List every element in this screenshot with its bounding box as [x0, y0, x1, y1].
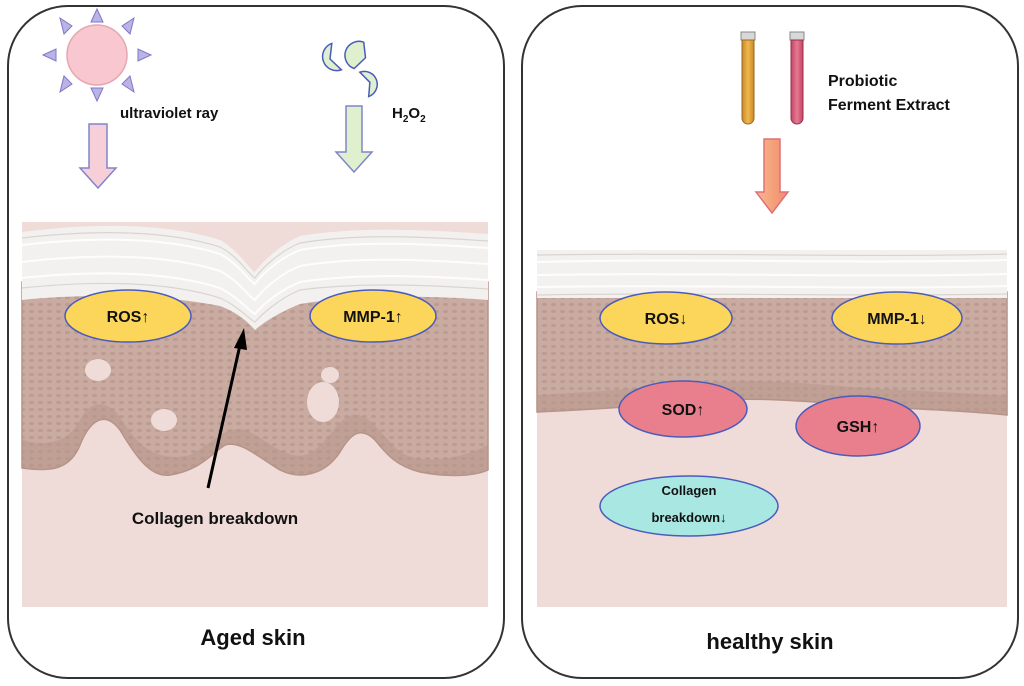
stratum-corneum-dark-lines [536, 253, 1008, 296]
collagen-pointer-arrow [206, 328, 247, 489]
h2o2-label: H2O2 [392, 105, 426, 125]
uv-label: ultraviolet ray [120, 105, 219, 122]
ros-up-node: ROS↑ [64, 289, 192, 343]
skin-void [307, 382, 339, 422]
test-tube-icon [789, 31, 805, 125]
sod-up-node: SOD↑ [618, 380, 748, 438]
mmp1-down-node: MMP-1↓ [831, 291, 963, 345]
healthy-skin-caption: healthy skin [706, 629, 833, 654]
collagen-down-label-line1: Collagen [662, 483, 717, 498]
stratum-corneum-lines [536, 259, 1008, 289]
ros-down-label: ROS↓ [645, 311, 688, 328]
basal-border-shading [22, 404, 488, 476]
ros-up-label: ROS↑ [107, 309, 150, 326]
aged-skin-caption: Aged skin [200, 625, 305, 650]
gsh-up-node: GSH↑ [795, 395, 921, 457]
mmp1-up-node: MMP-1↑ [309, 289, 437, 343]
mmp1-down-label: MMP-1↓ [867, 311, 927, 328]
mmp1-up-label: MMP-1↑ [343, 309, 403, 326]
gsh-up-label: GSH↑ [837, 419, 880, 436]
uv-down-arrow-icon [78, 123, 118, 190]
skin-void [321, 367, 339, 383]
extract-down-arrow-icon [754, 138, 790, 215]
healthy-skin-panel: Probiotic Ferment Extract ROS↓ MMP-1↓ SO… [521, 5, 1019, 679]
extract-label-line1: Probiotic [828, 73, 897, 90]
stratum-corneum-dark-lines [21, 232, 489, 323]
collagen-down-label-line2: breakdown↓ [651, 510, 726, 525]
h2o2-down-arrow-icon [334, 105, 374, 174]
skin-void [151, 409, 177, 431]
sod-up-label: SOD↑ [662, 402, 705, 419]
aged-skin-illustration [21, 222, 489, 607]
h2o2-molecule-icon [321, 40, 378, 98]
collagen-down-node: Collagen breakdown↓ [599, 475, 779, 537]
sun-icon [41, 7, 153, 103]
stratum-corneum-lines [21, 238, 489, 316]
test-tube-icon [740, 31, 756, 125]
aged-skin-panel: ultraviolet ray H2O2 ROS↑ MMP-1↑ Collage… [7, 5, 505, 679]
collagen-breakdown-label: Collagen breakdown [132, 509, 298, 528]
ros-down-node: ROS↓ [599, 291, 733, 345]
skin-void [85, 359, 111, 381]
extract-label-line2: Ferment Extract [828, 97, 950, 114]
